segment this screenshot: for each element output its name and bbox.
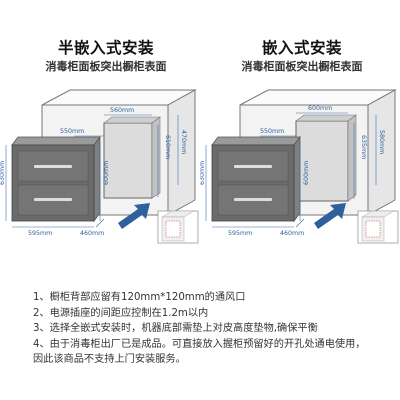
label-cabinet-top-width: 600mm	[308, 105, 332, 112]
dimension-labels: 560mm 550mm 610mm 470mm 630mm 600mm 595m…	[0, 107, 187, 237]
dimension-labels: 600mm 550mm 635mm 580mm 630mm 600mm 595m…	[200, 105, 385, 237]
embedded-diagram: 600mm 550mm 635mm 580mm 630mm 600mm 595m…	[200, 89, 399, 244]
label-unit-width: 595mm	[228, 230, 252, 237]
sterilizer-unit	[211, 135, 301, 223]
vent-detail-inset	[157, 210, 199, 244]
insert-arrow	[118, 203, 150, 229]
vent-detail-inset	[357, 210, 399, 244]
subtitle-embedded: 消毒柜面板突出橱柜表面	[241, 60, 363, 73]
label-cutout-width: 550mm	[60, 128, 84, 135]
subtitle-semi-embedded: 消毒柜面板突出橱柜表面	[45, 60, 167, 73]
label-cabinet-top-width: 560mm	[110, 107, 134, 114]
insert-arrow	[314, 203, 346, 229]
label-unit-width: 595mm	[28, 230, 52, 237]
label-unit-side-depth: 460mm	[280, 230, 304, 237]
label-unit-height: 630mm	[0, 161, 6, 185]
label-cutout-height: 610mm	[164, 135, 171, 159]
handle-top	[234, 165, 272, 168]
note-1: 1、橱柜背部应留有120mm*120mm的通风口	[33, 292, 246, 303]
label-unit-depth: 600mm	[103, 161, 110, 185]
handle-bottom	[34, 198, 72, 201]
sterilizer-unit	[11, 135, 101, 223]
note-4: 4、由于消毒柜出厂已是成品。可直接放入握柜预留好的开孔处通电使用，	[33, 338, 366, 350]
title-embedded: 嵌入式安装	[261, 39, 342, 57]
label-cabinet-side: 580mm	[378, 130, 385, 154]
title-semi-embedded: 半嵌入式安装	[57, 39, 154, 57]
handle-bottom	[234, 198, 272, 201]
label-unit-side-depth: 460mm	[80, 230, 104, 237]
label-unit-height: 630mm	[200, 161, 206, 185]
dimension-lines	[5, 114, 179, 228]
dimension-lines	[205, 112, 377, 228]
semi-embedded-diagram: 560mm 550mm 610mm 470mm 630mm 600mm 595m…	[0, 89, 199, 244]
label-unit-depth: 600mm	[303, 161, 310, 185]
handle-top	[34, 165, 72, 168]
label-cutout-width: 550mm	[260, 128, 284, 135]
note-4-continuation: 因此该商品不支持上门安装服务。	[33, 354, 186, 366]
installation-notes: 1、橱柜背部应留有120mm*120mm的通风口 2、电源插座的间距应控制在1.…	[33, 290, 395, 368]
label-cabinet-side: 470mm	[180, 130, 187, 154]
label-cutout-height: 635mm	[360, 135, 367, 159]
note-3: 3、选择全嵌式安装时，机器底部需垫上对皮高度垫物,确保平衡	[33, 323, 318, 335]
note-2: 2、电源插座的间距应控制在1.2m以内	[33, 307, 209, 319]
